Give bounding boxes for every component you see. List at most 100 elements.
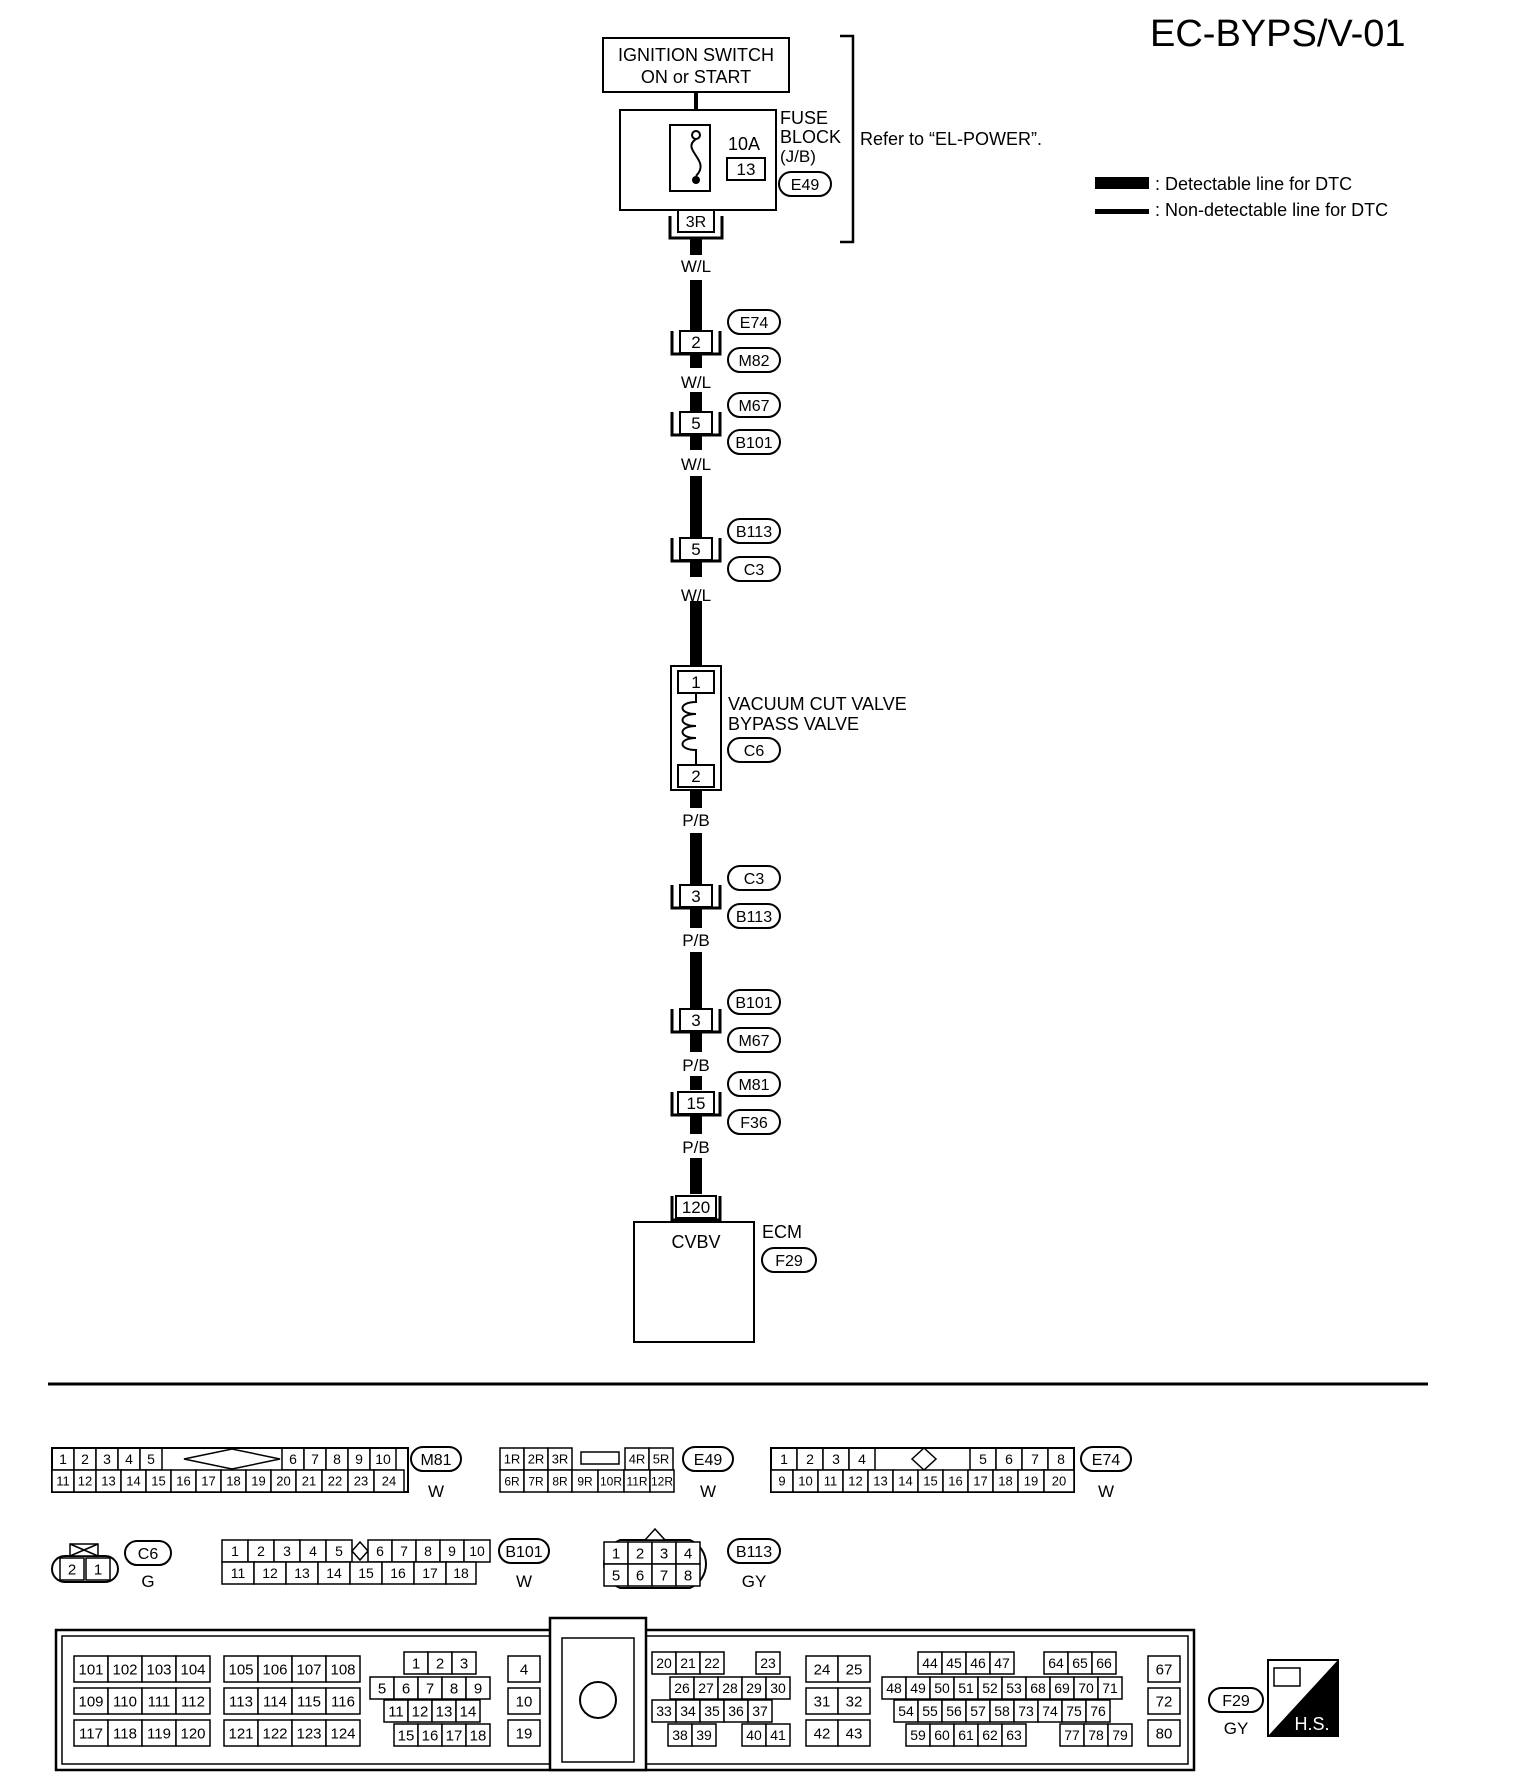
m81-pin-3: 3: [103, 1451, 111, 1467]
f29-pin-5: 5: [378, 1680, 386, 1697]
f29-pin-102: 102: [112, 1661, 137, 1678]
f29-pin-25-box: [837, 1655, 871, 1683]
e74-pin-19: 19: [1024, 1474, 1038, 1489]
junction-2-pin: 5: [691, 414, 700, 433]
f29-pin-36: 36: [728, 1703, 744, 1719]
b101-pin-8: 8: [424, 1543, 432, 1559]
f29-pin-123-box: [291, 1719, 327, 1747]
f29-pin-14-box: [455, 1699, 481, 1723]
f29-pin-28: 28: [722, 1680, 738, 1696]
f29-pin-37-box: [747, 1699, 773, 1723]
hs-badge-fill: [1268, 1660, 1338, 1736]
e74-pin-9: 9: [778, 1474, 785, 1489]
e74-pin-5: 5: [979, 1451, 987, 1467]
e74-pin-15: 15: [923, 1474, 937, 1489]
junction-6: 15 M81 F36: [670, 1071, 781, 1135]
e74-key: [910, 1446, 938, 1472]
b113-pin-6: 6: [636, 1567, 644, 1584]
b101-pin-3: 3: [283, 1543, 291, 1559]
b101-pin-7: 7: [400, 1543, 408, 1559]
m81-pin-21: 21: [302, 1474, 316, 1489]
e74-pin-8: 8: [1057, 1451, 1065, 1467]
f29-pin-3-box: [451, 1651, 477, 1675]
junction-5: 3 B101 M67: [670, 989, 781, 1053]
f29-pin-40: 40: [746, 1727, 762, 1743]
e49-pin-7R: 7R: [528, 1474, 544, 1488]
f29-pin-61: 61: [958, 1727, 974, 1743]
f29-pin-48: 48: [886, 1680, 902, 1696]
f29-pin-41-box: [765, 1723, 791, 1747]
f29-pin-66: 66: [1096, 1655, 1112, 1671]
f29-pin-120-box: [175, 1719, 211, 1747]
f29-pin-9-box: [465, 1676, 491, 1700]
junction-6-pin: 15: [687, 1094, 706, 1113]
e49-pin-12R-box: [649, 1469, 675, 1493]
f29-pin-105: 105: [228, 1661, 253, 1678]
f29-pin-111: 111: [148, 1693, 171, 1710]
e74-pin-11: 11: [824, 1474, 838, 1489]
junction-3-bottom: C3: [744, 562, 765, 579]
ecm-connector: F29: [775, 1253, 803, 1270]
f29-pin-25: 25: [846, 1661, 863, 1678]
m81-pin-24-box: [373, 1469, 405, 1493]
f29-pin-62: 62: [982, 1727, 998, 1743]
m81-pin-6: 6: [289, 1451, 297, 1467]
f29-pin-16: 16: [422, 1727, 439, 1744]
f29-pin-123: 123: [296, 1725, 321, 1742]
e74-pin-4: 4: [858, 1451, 866, 1467]
wire-color-7: P/B: [682, 1056, 709, 1075]
f29-pin-22-box: [699, 1651, 725, 1675]
m81-pin-23: 23: [354, 1474, 368, 1489]
f29-pin-22: 22: [704, 1655, 720, 1671]
junction-3: 5 B113 C3: [670, 518, 781, 582]
m81-pin-20: 20: [276, 1474, 290, 1489]
f29-pin-8: 8: [450, 1680, 458, 1697]
f29-pin-58: 58: [994, 1703, 1010, 1719]
fuse-block-label-2: BLOCK: [780, 127, 841, 147]
f29-pin-30: 30: [770, 1680, 786, 1696]
b101-pin-16: 16: [390, 1565, 406, 1581]
m81-pin-8: 8: [333, 1451, 341, 1467]
fuse-block: 10A 13 FUSE BLOCK (J/B) E49 3R Refer to …: [619, 34, 1042, 244]
f29-pin-23-box: [755, 1651, 781, 1675]
m81-pin-9: 9: [355, 1451, 363, 1467]
f29-pin-3: 3: [460, 1655, 468, 1672]
junction-3-pin: 5: [691, 540, 700, 559]
e49-pin-9R: 9R: [577, 1474, 593, 1488]
e74-name: E74: [1092, 1452, 1121, 1469]
f29-pin-26: 26: [674, 1680, 690, 1696]
e74-pin-17: 17: [973, 1474, 987, 1489]
c6-pin-2: 2: [68, 1561, 76, 1578]
f29-pin-122: 122: [262, 1725, 287, 1742]
b101-pin-5: 5: [335, 1543, 343, 1559]
f29-pin-111-box: [141, 1687, 177, 1715]
m81-pin-13: 13: [101, 1474, 115, 1489]
f29-pin-73: 73: [1018, 1703, 1034, 1719]
fuse-reference: Refer to “EL-POWER”.: [860, 129, 1042, 149]
fuse-block-label-1: FUSE: [780, 108, 828, 128]
f29-pin-106: 106: [262, 1661, 287, 1678]
legend-non-detectable-text: : Non-detectable line for DTC: [1155, 200, 1388, 220]
wire-color-1: W/L: [681, 257, 711, 276]
wire-color-8: P/B: [682, 1138, 709, 1157]
f29-pin-51: 51: [958, 1680, 974, 1696]
b113-pin-5: 5: [612, 1567, 620, 1584]
b113-name-oval: [727, 1538, 781, 1564]
b101-pin-4: 4: [309, 1543, 317, 1559]
b101-pin-13: 13: [294, 1565, 310, 1581]
junction-5-pin: 3: [691, 1011, 700, 1030]
b113-pin-1: 1: [612, 1545, 620, 1562]
f29-pin-71: 71: [1102, 1680, 1118, 1696]
m81-pin-19: 19: [251, 1474, 265, 1489]
f29-pin-108: 108: [330, 1661, 355, 1678]
b101-pin-2: 2: [257, 1543, 265, 1559]
f29-pin-32: 32: [846, 1693, 863, 1710]
b101-pin-15: 15: [358, 1565, 374, 1581]
e74-pin-20: 20: [1052, 1474, 1066, 1489]
f29-pin-30-box: [765, 1676, 791, 1700]
f29-pin-10-box: [507, 1687, 541, 1715]
ignition-switch-line2: ON or START: [641, 67, 751, 87]
junction-4: 3 C3 B113: [670, 865, 781, 929]
e74-pin-18: 18: [998, 1474, 1012, 1489]
legend: : Detectable line for DTC : Non-detectab…: [1095, 174, 1388, 220]
